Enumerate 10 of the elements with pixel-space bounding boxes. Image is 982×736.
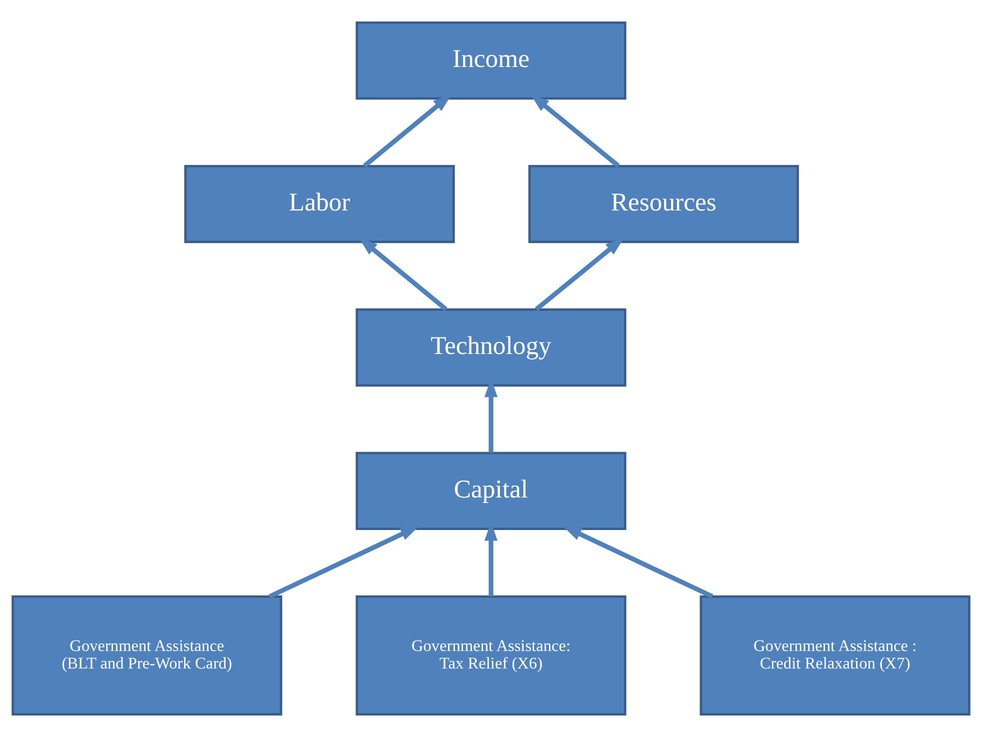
node-box: Government Assistance (BLT and Pre-Work Card) [12, 594, 282, 715]
node-box: Labor [184, 164, 455, 243]
arrow [562, 525, 714, 598]
arrow [268, 525, 420, 598]
node-box: Resources [528, 164, 799, 243]
node-box: Income [356, 21, 626, 100]
node-box: Capital [356, 451, 626, 530]
node-box: Technology [356, 308, 626, 386]
node-box: Government Assistance: Tax Relief (X6) [356, 594, 626, 715]
node-box: Government Assistance : Credit Relaxation (X7) [700, 594, 970, 715]
